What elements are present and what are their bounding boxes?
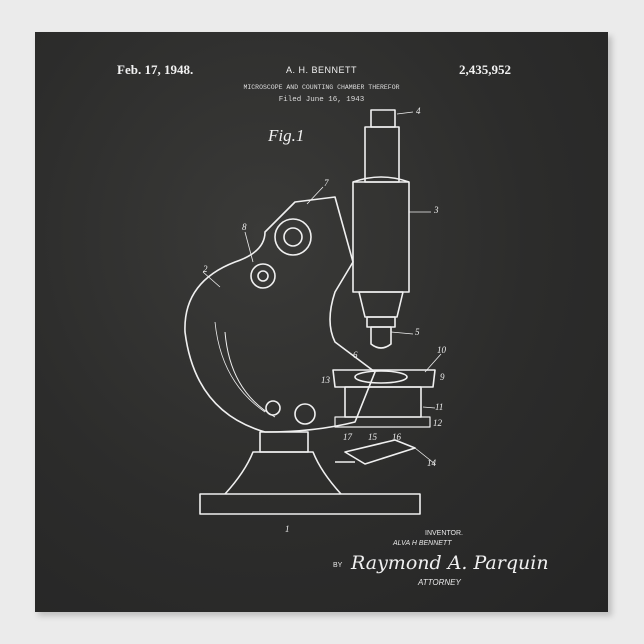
base: [200, 494, 420, 514]
ref-3: 3: [434, 205, 439, 215]
ref-17: 17: [343, 432, 352, 442]
ref-15: 15: [368, 432, 377, 442]
arm: [185, 197, 375, 432]
ref-8: 8: [242, 222, 247, 232]
microscope-drawing: [35, 32, 608, 612]
ref-13: 13: [321, 375, 330, 385]
ref-5: 5: [415, 327, 420, 337]
ref-10: 10: [437, 345, 446, 355]
ref-4: 4: [416, 106, 421, 116]
ref-1: 1: [285, 524, 290, 534]
ref-9: 9: [440, 372, 445, 382]
patent-poster: Feb. 17, 1948. A. H. BENNETT 2,435,952 M…: [35, 32, 608, 612]
inventor-full-name: ALVA H BENNETT: [393, 540, 451, 548]
ref-11: 11: [435, 402, 443, 412]
ref-7: 7: [324, 178, 329, 188]
stage: [333, 370, 435, 387]
inventor-label: INVENTOR.: [425, 530, 463, 538]
ref-14: 14: [427, 458, 436, 468]
ref-12: 12: [433, 418, 442, 428]
by-label: BY: [333, 562, 342, 570]
ref-16: 16: [392, 432, 401, 442]
ref-6: 6: [353, 350, 358, 360]
tube: [353, 182, 409, 292]
attorney-signature: Raymond A. Parquin: [351, 552, 549, 574]
attorney-label: ATTORNEY: [418, 578, 461, 587]
ref-2: 2: [203, 264, 208, 274]
